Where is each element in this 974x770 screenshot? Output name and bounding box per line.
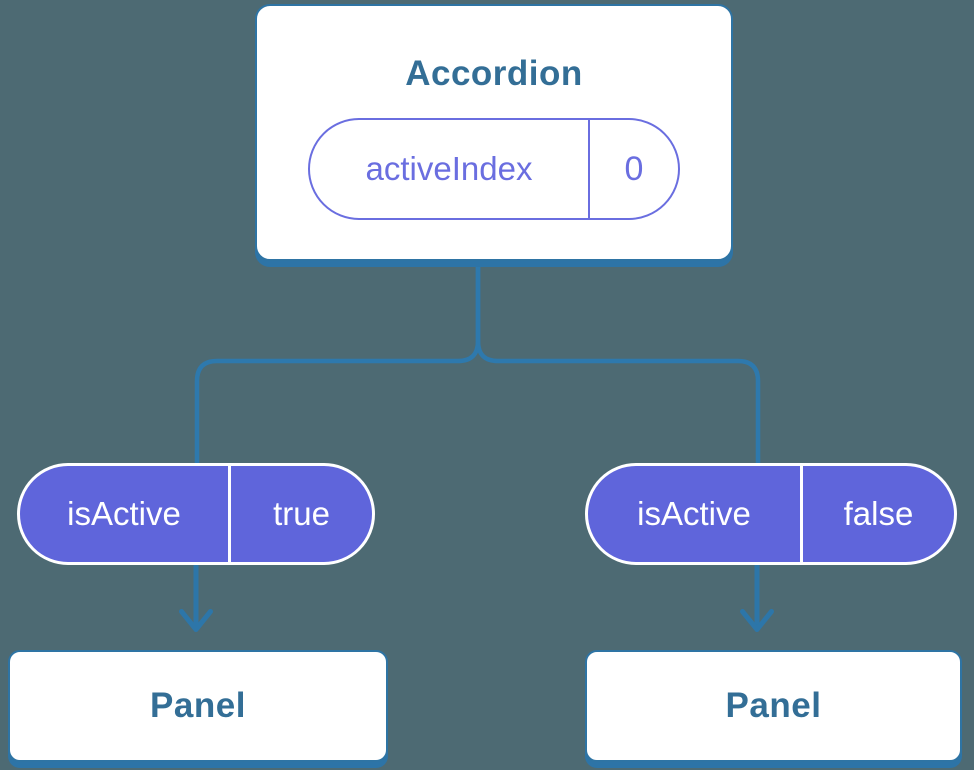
pill-divider: [588, 120, 590, 218]
arrow-down-icon: [740, 563, 774, 632]
prop-pill-isactive-false: isActive false: [585, 463, 957, 565]
state-name-label: activeIndex: [365, 150, 533, 187]
state-value-label: 0: [624, 149, 644, 188]
panel-node-title: Panel: [150, 686, 246, 725]
pill-divider: [228, 466, 231, 562]
panel-node-left: Panel: [8, 650, 388, 762]
branch-right-line: [475, 258, 761, 466]
prop-name-label: isActive: [67, 495, 181, 532]
prop-name-label: isActive: [637, 495, 751, 532]
accordion-node: Accordion activeIndex 0: [255, 4, 733, 261]
state-pill-activeindex: activeIndex 0: [308, 118, 680, 220]
accordion-node-title: Accordion: [405, 54, 583, 93]
prop-value-label: false: [843, 495, 914, 532]
prop-value-label: true: [273, 495, 330, 532]
pill-divider: [800, 466, 803, 562]
panel-node-title: Panel: [725, 686, 822, 725]
prop-pill-isactive-true: isActive true: [17, 463, 375, 565]
arrow-down-icon: [179, 563, 213, 632]
branch-left-line: [194, 258, 481, 466]
panel-node-right: Panel: [585, 650, 962, 762]
